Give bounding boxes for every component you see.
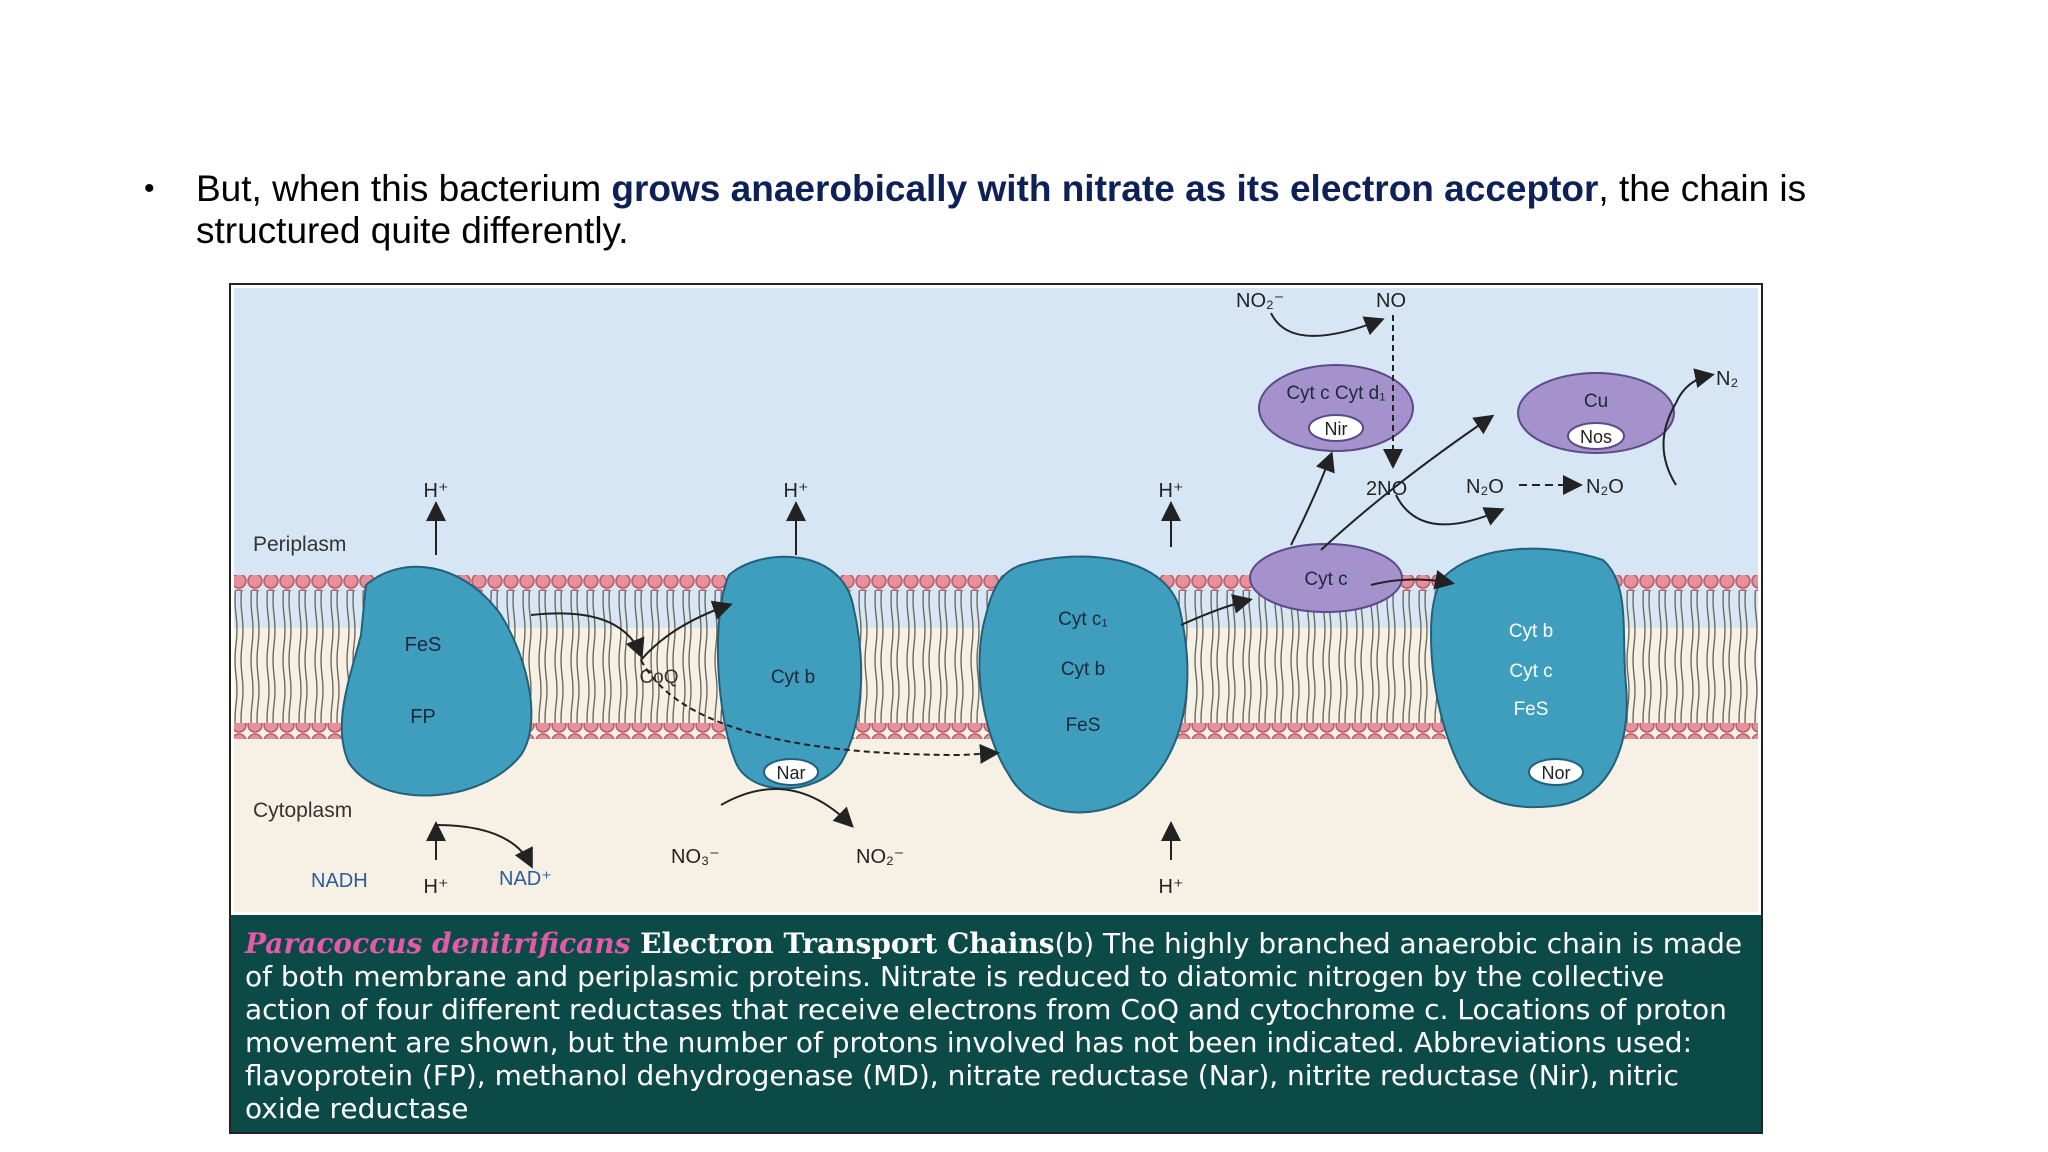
nor-protein <box>1429 547 1628 809</box>
nir-badge: Nir <box>1325 419 1348 439</box>
nar-badge: Nar <box>776 763 805 783</box>
caption-title: Electron Transport Chains <box>630 927 1055 960</box>
nor-badge-shape <box>1528 758 1584 786</box>
complex-iii-fes: FeS <box>1066 715 1101 736</box>
n2o-label-a: N₂O <box>1466 476 1504 498</box>
nor-cytc: Cyt c <box>1509 661 1552 682</box>
nor-cytb: Cyt b <box>1509 621 1553 642</box>
nir-badge-shape <box>1308 414 1364 442</box>
h-plus-bottom-1: H⁺ <box>424 876 449 898</box>
nos-cu: Cu <box>1584 391 1608 412</box>
nad-label: NAD⁺ <box>499 868 552 890</box>
no2-bottom-label: NO₂⁻ <box>856 846 904 868</box>
nar-badge-shape <box>763 758 819 786</box>
nir-protein <box>1258 364 1414 452</box>
bullet-suffix: , the chain is structured quite differen… <box>196 168 1807 251</box>
no-top-label: NO <box>1376 290 1406 312</box>
cyt-c-protein <box>1249 543 1403 613</box>
cyt-c-label: Cyt c <box>1304 569 1347 590</box>
molecule-labels: H⁺ H⁺ H⁺ H⁺ H⁺ NADH NAD⁺ NO₃⁻ NO₂⁻ NO₂⁻ … <box>311 290 1738 898</box>
bullet-point: • But, when this bacterium grows anaerob… <box>144 168 1912 252</box>
bullet-prefix: But, when this bacterium <box>196 168 612 209</box>
caption-body: (b) The highly branched anaerobic chain … <box>245 927 1743 1125</box>
periplasm-label: Periplasm <box>253 533 346 556</box>
nor-fes: FeS <box>1514 699 1549 720</box>
nos-badge: Nos <box>1580 427 1612 447</box>
bullet-dot: • <box>144 172 155 205</box>
n2o-label-b: N₂O <box>1586 476 1624 498</box>
two-no-label: 2NO <box>1366 478 1407 500</box>
nor-badge: Nor <box>1541 763 1570 783</box>
no2-top-label: NO₂⁻ <box>1236 290 1284 312</box>
complex-i-fp: FP <box>410 706 436 728</box>
h-plus-1: H⁺ <box>424 480 449 502</box>
nos-protein <box>1517 372 1675 454</box>
h-plus-2: H⁺ <box>784 480 809 502</box>
n2-label: N₂ <box>1716 368 1738 390</box>
nitrate-reductase-protein <box>716 555 863 790</box>
nar-cytb-label: Cyt b <box>771 667 815 688</box>
complex-iii-protein <box>978 555 1189 814</box>
h-plus-bottom-3: H⁺ <box>1159 876 1184 898</box>
nir-cyt-label: Cyt c Cyt d₁ <box>1286 383 1385 404</box>
no3-label: NO₃⁻ <box>671 846 720 868</box>
caption-species: Paracoccus denitrificans <box>245 927 631 960</box>
h-plus-3: H⁺ <box>1159 480 1184 502</box>
complex-iii-cytc1: Cyt c₁ <box>1058 609 1108 630</box>
complex-i-protein <box>340 565 533 797</box>
figure-caption: Paracoccus denitrificans Electron Transp… <box>231 915 1761 1132</box>
bullet-highlight: grows anaerobically with nitrate as its … <box>611 168 1599 209</box>
nadh-label: NADH <box>311 870 368 892</box>
electron-transport-figure: Periplasm Cytoplasm FeS FP CoQ Cyt b Nar… <box>229 283 1763 1134</box>
nos-badge-shape <box>1567 422 1625 450</box>
complex-i-fes: FeS <box>405 634 442 656</box>
cytoplasm-label: Cytoplasm <box>253 799 352 822</box>
membrane-diagram: Periplasm Cytoplasm FeS FP CoQ Cyt b Nar… <box>234 288 1758 912</box>
flow-arrows <box>426 312 1715 869</box>
complex-iii-cytb: Cyt b <box>1061 659 1105 680</box>
bullet-text: But, when this bacterium grows anaerobic… <box>196 168 1912 252</box>
